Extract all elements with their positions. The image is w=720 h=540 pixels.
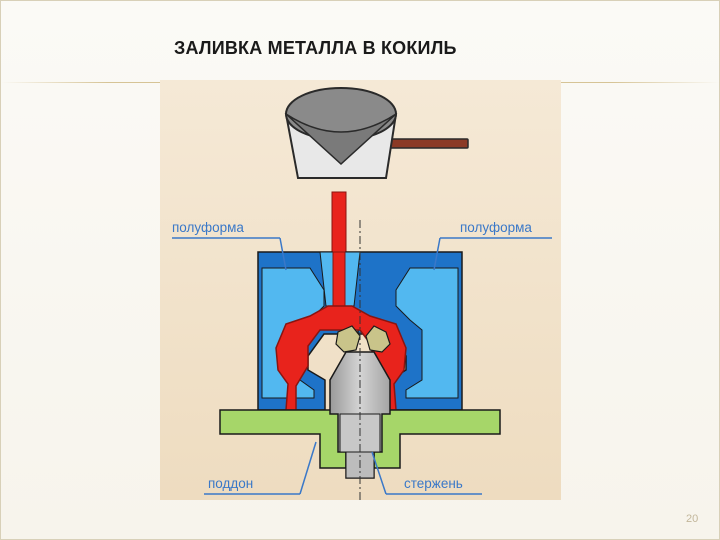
ladle-inner-molten [285,113,397,166]
leader-pallet-rise [299,441,317,495]
core-knob-right [365,325,391,353]
leader-right-half-form-drop [433,237,441,271]
casting-diagram: полуформа полуформа поддон стержень [160,80,561,500]
page-number: 20 [686,513,699,525]
ladle-handle [381,138,469,149]
ladle [284,87,469,179]
core-knob-left [335,325,361,353]
leader-left-half-form-drop [279,237,287,271]
label-left-half-form: полуформа [172,220,244,235]
slide-title: ЗАЛИВКА МЕТАЛЛА В КОКИЛЬ [174,38,457,58]
label-right-half-form: полуформа [460,220,532,235]
mold-right-inner [395,267,459,399]
leader-core-rise [371,451,387,495]
sprue-metal [332,251,346,309]
label-core: стержень [404,476,463,491]
label-pallet: поддон [208,476,253,491]
